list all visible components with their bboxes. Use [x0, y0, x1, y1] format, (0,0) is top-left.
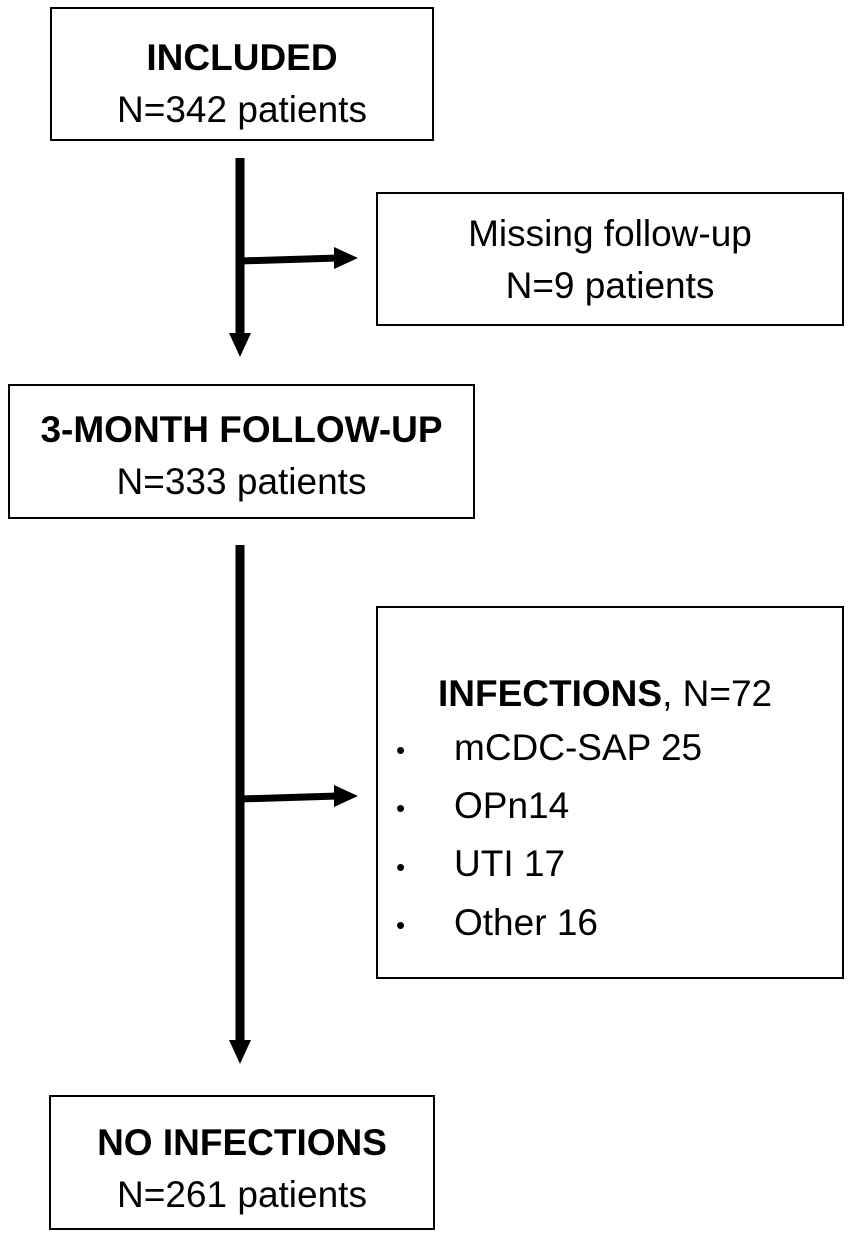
arrow-to-infections: [239, 792, 339, 803]
list-item: • Other 16: [396, 895, 702, 953]
included-count: N=342 patients: [117, 89, 367, 130]
missing-label: Missing follow-up: [468, 213, 752, 254]
bullet-icon: •: [396, 909, 406, 940]
bullet-icon: •: [396, 851, 406, 882]
arrow-to-missing: [239, 254, 339, 265]
infections-box: INFECTIONS, N=72 • mCDC-SAP 25 • OPn14 • UT…: [376, 606, 844, 979]
list-item: • OPn14: [396, 778, 702, 836]
no-infections-title: NO INFECTIONS: [97, 1122, 387, 1163]
arrowhead-missing: [334, 247, 358, 269]
no-infections-box: NO INFECTIONS N=261 patients: [49, 1095, 435, 1230]
bullet-icon: •: [396, 793, 406, 824]
included-box: INCLUDED N=342 patients: [50, 7, 434, 141]
followup-box: 3-MONTH FOLLOW-UP N=333 patients: [8, 384, 475, 519]
infection-item-label: mCDC-SAP 25: [454, 727, 703, 768]
infection-item-label: Other 16: [454, 901, 598, 943]
arrowhead-infections: [334, 785, 358, 807]
infections-heading: INFECTIONS, N=72: [438, 668, 772, 720]
followup-title: 3-MONTH FOLLOW-UP: [40, 409, 443, 450]
infections-title: INFECTIONS: [438, 673, 663, 714]
list-item: • mCDC-SAP 25: [396, 720, 702, 778]
missing-count: N=9 patients: [505, 265, 715, 306]
infections-count: , N=72: [662, 673, 773, 714]
infection-item-label: OPn14: [454, 785, 570, 827]
list-item: • UTI 17: [396, 836, 702, 894]
arrowhead-noinfections: [229, 1040, 251, 1064]
infections-list: • mCDC-SAP 25 • OPn14 • UTI 17 • Other 16: [396, 720, 702, 953]
arrowhead-followup: [229, 333, 251, 357]
bullet-icon: •: [396, 735, 406, 766]
missing-followup-box: Missing follow-up N=9 patients: [376, 192, 844, 326]
infection-item-label: UTI 17: [454, 843, 566, 885]
included-title: INCLUDED: [146, 37, 338, 78]
followup-count: N=333 patients: [116, 461, 367, 502]
no-infections-count: N=261 patients: [117, 1174, 367, 1215]
